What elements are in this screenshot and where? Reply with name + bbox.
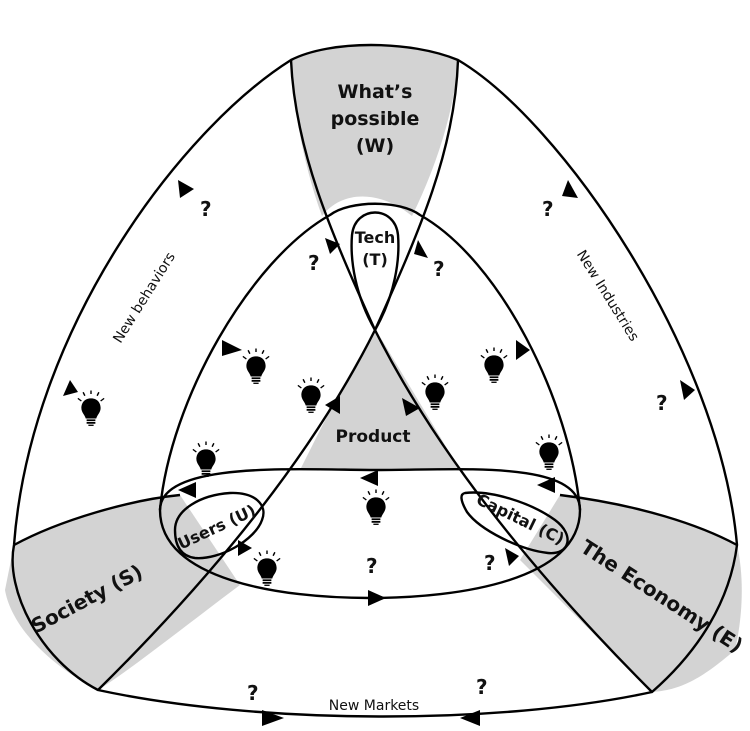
- arrow-users: [238, 540, 252, 556]
- capital-ellipse: [460, 491, 569, 555]
- lightbulb-icon: [362, 489, 390, 525]
- society-inner-edge: [13, 493, 181, 547]
- lightbulb-icon: [253, 550, 281, 586]
- question-mark: ?: [433, 257, 445, 281]
- arrow-product-left: [325, 396, 340, 414]
- question-mark: ?: [484, 551, 496, 575]
- arrow-product-right: [402, 398, 420, 416]
- arrow-ellipse-left: [178, 482, 196, 498]
- arrow-ellipse-bottom: [368, 590, 386, 606]
- question-mark: ?: [200, 197, 212, 221]
- arrow-capital: [505, 548, 519, 566]
- economy-region: [520, 495, 742, 692]
- arrow-bottom-right: [460, 710, 480, 726]
- arrow-bottom-left: [262, 710, 284, 726]
- whats-possible-region: [291, 45, 458, 216]
- horizontal-ellipse: [158, 467, 582, 600]
- lightbulb-icon: [480, 347, 508, 383]
- lightbulb-icon: [77, 390, 105, 426]
- question-marks: ? ? ? ? ? ? ? ? ?: [200, 197, 668, 705]
- arrow-left-outer-mid: [63, 380, 78, 396]
- question-mark: ?: [308, 251, 320, 275]
- arrow-inner-left-top: [325, 238, 340, 254]
- arrow-ellipse-right: [537, 477, 555, 493]
- arrow-inner-left-mid: [222, 340, 242, 356]
- arrow-left-outer-top: [178, 180, 194, 198]
- diagram-lines: [11, 43, 739, 718]
- question-mark: ?: [247, 681, 259, 705]
- arrow-right-outer-top: [562, 180, 578, 198]
- new-markets-label: New Markets: [329, 698, 419, 714]
- society-region: [5, 495, 240, 690]
- users-ellipse: [173, 491, 265, 560]
- arrow-ellipse-top: [360, 470, 378, 486]
- question-mark: ?: [476, 675, 488, 699]
- tech-label-line2: (T): [362, 250, 388, 269]
- question-mark: ?: [542, 197, 554, 221]
- arrowheads: [63, 180, 695, 726]
- lightbulb-icon: [535, 434, 563, 470]
- outer-triangle: [11, 43, 739, 718]
- whats-possible-label-line1: What’s: [338, 81, 413, 103]
- lightbulb-icon: [242, 348, 270, 384]
- economy-inner-edge: [559, 493, 738, 547]
- lightbulb-icon: [421, 374, 449, 410]
- new-behaviors-label: New behaviors: [110, 250, 179, 346]
- lightbulb-icon: [192, 441, 220, 477]
- inner-triangle: [158, 202, 582, 511]
- product-region: [300, 330, 460, 470]
- question-mark: ?: [366, 554, 378, 578]
- lightbulb-icon: [297, 377, 325, 413]
- arrow-right-outer-mid: [680, 380, 695, 400]
- tech-label-line1: Tech: [355, 228, 396, 247]
- shaded-regions: [5, 45, 742, 692]
- question-mark: ?: [656, 391, 668, 415]
- new-industries-label: New Industries: [573, 248, 642, 345]
- whats-possible-label-line2: possible: [331, 108, 420, 130]
- tech-loop: [350, 211, 400, 331]
- whats-possible-label-line3: (W): [356, 135, 394, 157]
- arrow-inner-right-top: [414, 240, 428, 258]
- product-label: Product: [336, 427, 411, 447]
- arrow-inner-right-mid: [516, 340, 530, 360]
